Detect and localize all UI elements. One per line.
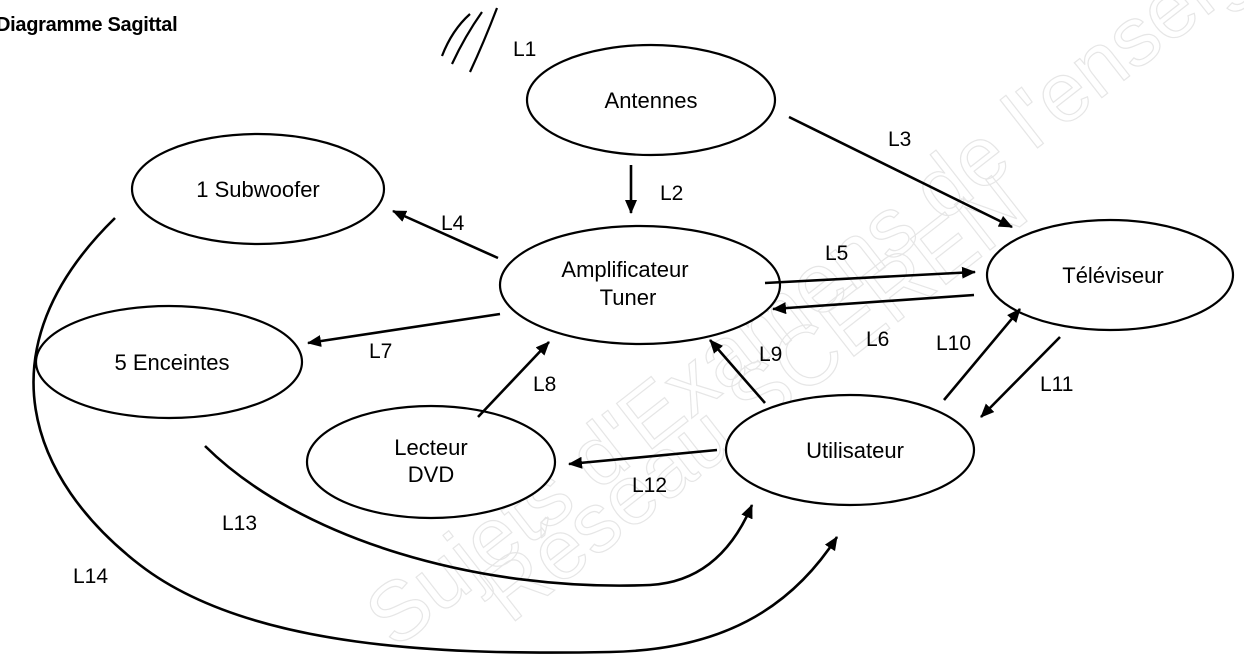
link-label-l14: L14 bbox=[73, 565, 108, 588]
arrow-l10 bbox=[943, 308, 1021, 401]
node-antennes bbox=[525, 43, 777, 157]
label-amplificateur: Amplificateur bbox=[561, 257, 688, 282]
label-subwoofer: 1 Subwoofer bbox=[196, 177, 320, 202]
arrow-l13 bbox=[204, 445, 754, 587]
arrow-l9 bbox=[709, 339, 766, 404]
node-subwoofer bbox=[130, 132, 386, 246]
arrow-l6 bbox=[772, 293, 975, 315]
node-utilisateur bbox=[724, 393, 976, 507]
link-label-l9: L9 bbox=[759, 343, 782, 366]
link-label-l12: L12 bbox=[632, 474, 667, 497]
node-televiseur bbox=[985, 218, 1235, 332]
label-televiseur: Téléviseur bbox=[1062, 263, 1163, 288]
arrow-l4 bbox=[392, 209, 499, 260]
watermark: Sujets d'Examens de l'enseignement Résea… bbox=[348, 0, 1244, 665]
arrow-l12 bbox=[568, 448, 718, 469]
link-label-l10: L10 bbox=[936, 332, 971, 355]
arrow-l7 bbox=[307, 312, 501, 347]
node-amplificateur-tuner bbox=[498, 224, 782, 346]
label-enceintes: 5 Enceintes bbox=[115, 350, 230, 375]
link-label-l13: L13 bbox=[222, 512, 257, 535]
link-label-l1: L1 bbox=[513, 38, 536, 61]
label-dvd: DVD bbox=[408, 462, 454, 487]
link-label-l2: L2 bbox=[660, 182, 683, 205]
radio-waves-icon bbox=[440, 7, 499, 73]
link-label-l6: L6 bbox=[866, 328, 889, 351]
node-lecteur-dvd bbox=[305, 404, 557, 520]
arrow-l8 bbox=[477, 341, 550, 418]
link-label-l5: L5 bbox=[825, 242, 848, 265]
arrow-l3 bbox=[788, 115, 1013, 229]
link-label-l11: L11 bbox=[1040, 373, 1073, 396]
link-label-l7: L7 bbox=[369, 340, 392, 363]
label-lecteur: Lecteur bbox=[394, 435, 467, 460]
link-label-l4: L4 bbox=[441, 212, 465, 235]
label-utilisateur: Utilisateur bbox=[806, 438, 904, 463]
arrow-l5 bbox=[764, 266, 976, 285]
diagram-title: Diagramme Sagittal bbox=[0, 14, 178, 36]
link-label-l3: L3 bbox=[888, 128, 911, 151]
label-antennes: Antennes bbox=[605, 88, 698, 113]
label-tuner: Tuner bbox=[600, 285, 657, 310]
link-label-l8: L8 bbox=[533, 373, 556, 396]
arrow-l11 bbox=[980, 336, 1061, 418]
watermark-line-2: Réseau SCEREN bbox=[463, 157, 1043, 639]
arrow-l14 bbox=[32, 217, 839, 654]
